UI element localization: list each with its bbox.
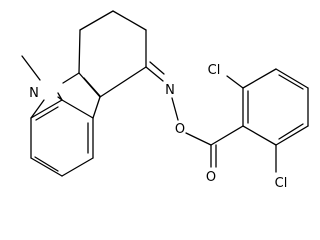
bond: [57, 92, 63, 101]
bond: [62, 72, 80, 84]
atom-label-cl-top: Cl: [208, 63, 221, 78]
bond-double-inner: [278, 74, 304, 90]
pyrrole-ring: [30, 72, 101, 119]
bond: [145, 66, 164, 82]
dichlorophenyl-ring: [242, 68, 309, 146]
oxime-group: [145, 61, 179, 121]
bond: [242, 68, 277, 89]
indole-benzene-ring: [30, 99, 94, 177]
bond: [210, 125, 244, 146]
atom-label-n-oxime: N: [165, 83, 175, 98]
bond: [79, 10, 114, 31]
bond: [21, 55, 41, 81]
bond: [78, 29, 81, 74]
molecule-drawing: N N O O Cl Cl: [21, 10, 309, 191]
ester-group: [185, 125, 244, 168]
bond-double-inner: [83, 77, 101, 97]
bond: [99, 66, 147, 98]
bond: [171, 97, 179, 121]
atom-label-o-ester: O: [175, 122, 185, 137]
bond: [30, 157, 63, 177]
bond: [112, 10, 147, 31]
atom-label-cl-bottom: Cl: [275, 176, 288, 191]
bond: [185, 132, 212, 146]
bond-double-inner: [278, 123, 304, 140]
bond: [242, 125, 277, 146]
cyclohexane-ring: [78, 10, 147, 98]
bond: [61, 157, 94, 177]
bond: [226, 75, 244, 89]
atom-label-n-methyl: N: [29, 86, 39, 101]
bond: [275, 125, 309, 146]
bond-double-inner: [34, 156, 59, 172]
bond: [275, 68, 309, 89]
bond: [30, 99, 45, 119]
bond: [92, 96, 101, 119]
bond: [61, 99, 94, 119]
structure-canvas: N N O O Cl Cl: [21, 10, 309, 191]
bond-double-inner: [149, 61, 165, 75]
chlorine-bonds: [226, 75, 277, 173]
atom-label-o-carbonyl: O: [206, 170, 216, 185]
bond: [30, 99, 63, 119]
n-methyl-group: [21, 55, 41, 81]
bond-double-inner: [35, 106, 59, 121]
